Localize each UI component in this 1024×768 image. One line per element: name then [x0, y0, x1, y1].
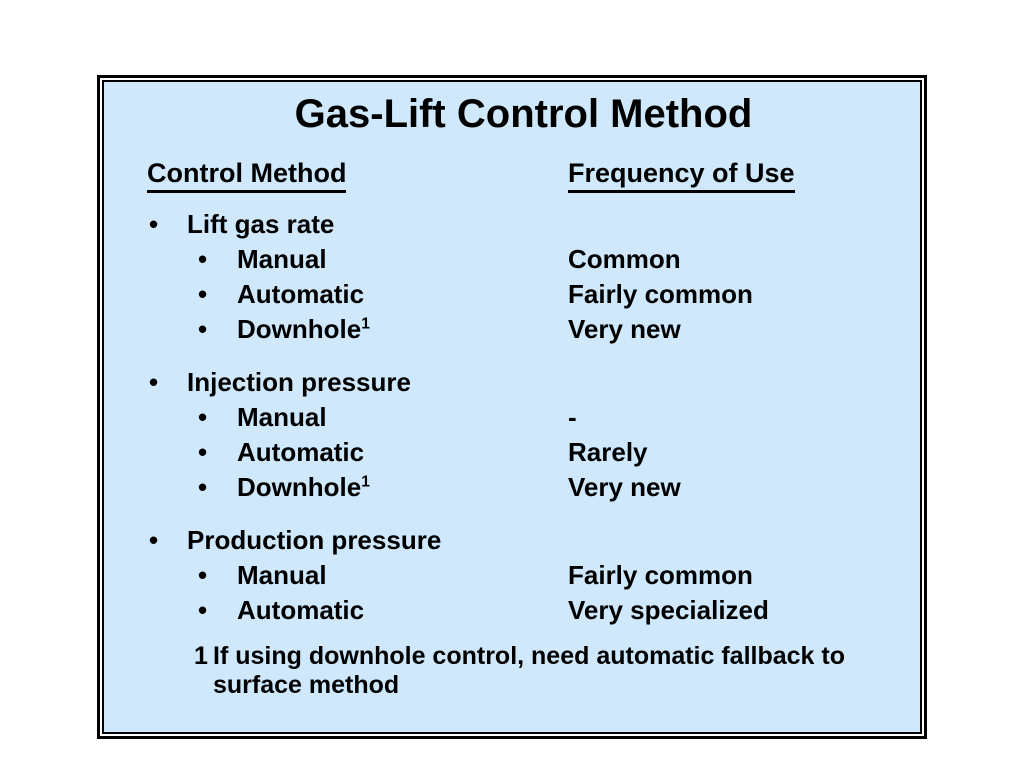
- footnote-text: If using downhole control, need automati…: [213, 642, 845, 700]
- column-header-method-label: Control Method: [147, 158, 347, 193]
- section-heading-row: • Production pressure: [147, 523, 900, 558]
- method-label: Automatic: [237, 595, 365, 625]
- bullet-icon: •: [149, 525, 159, 555]
- table-row: • Manual Common: [147, 242, 900, 277]
- method-label: Manual: [237, 402, 327, 432]
- table-row: • Downhole1 Very new: [147, 312, 900, 347]
- section-lift-gas-rate: • Lift gas rate • Manual Common • Autom: [147, 207, 900, 347]
- footnote-reference: 1: [361, 315, 370, 333]
- section-production-pressure: • Production pressure • Manual Fairly co…: [147, 523, 900, 628]
- section-heading: Lift gas rate: [187, 209, 335, 239]
- method-label: Downhole1: [237, 314, 370, 344]
- bullet-icon: •: [198, 437, 208, 467]
- column-header-row: Control Method Frequency of Use: [147, 156, 900, 193]
- section-injection-pressure: • Injection pressure • Manual - • Autom: [147, 365, 900, 505]
- frequency-value: Fairly common: [568, 279, 753, 309]
- table-row: • Manual -: [147, 400, 900, 435]
- frequency-value: -: [568, 402, 577, 432]
- frequency-value: Very new: [568, 314, 681, 344]
- bullet-icon: •: [149, 209, 159, 239]
- bullet-icon: •: [198, 314, 208, 344]
- bullet-icon: •: [149, 367, 159, 397]
- bullet-icon: •: [198, 560, 208, 590]
- footnote-reference: 1: [361, 473, 370, 491]
- frequency-value: [568, 207, 900, 242]
- section-heading-row: • Lift gas rate: [147, 207, 900, 242]
- frequency-value: Rarely: [568, 437, 648, 467]
- column-header-frequency-label: Frequency of Use: [568, 158, 795, 193]
- bullet-icon: •: [198, 472, 208, 502]
- bullet-icon: •: [198, 402, 208, 432]
- section-heading-row: • Injection pressure: [147, 365, 900, 400]
- footnote-text-line1: If using downhole control, need automati…: [213, 642, 845, 670]
- frequency-value: Very specialized: [568, 595, 769, 625]
- table-row: • Automatic Rarely: [147, 435, 900, 470]
- bullet-icon: •: [198, 244, 208, 274]
- slide: Gas-Lift Control Method Control Method F…: [102, 80, 922, 734]
- frequency-value: [568, 523, 900, 558]
- frequency-value: Common: [568, 244, 681, 274]
- table-row: • Downhole1 Very new: [147, 470, 900, 505]
- section-heading: Production pressure: [187, 525, 442, 555]
- bullet-icon: •: [198, 279, 208, 309]
- method-label: Automatic: [237, 279, 365, 309]
- slide-frame: Gas-Lift Control Method Control Method F…: [97, 75, 927, 739]
- method-label: Automatic: [237, 437, 365, 467]
- frequency-value: Very new: [568, 472, 681, 502]
- footnote: 1 If using downhole control, need automa…: [194, 642, 900, 700]
- footnote-marker: 1: [194, 642, 208, 670]
- frequency-value: [568, 365, 900, 400]
- footnote-text-line2: surface method: [213, 671, 400, 699]
- method-label: Downhole1: [237, 472, 370, 502]
- table-row: • Manual Fairly common: [147, 558, 900, 593]
- frequency-value: Fairly common: [568, 560, 753, 590]
- table-row: • Automatic Very specialized: [147, 593, 900, 628]
- bullet-icon: •: [198, 595, 208, 625]
- slide-title: Gas-Lift Control Method: [294, 92, 753, 136]
- column-header-frequency: Frequency of Use: [568, 156, 900, 193]
- method-label: Manual: [237, 560, 327, 590]
- column-header-method: Control Method: [147, 156, 568, 193]
- section-heading: Injection pressure: [187, 367, 411, 397]
- method-label: Manual: [237, 244, 327, 274]
- table-row: • Automatic Fairly common: [147, 277, 900, 312]
